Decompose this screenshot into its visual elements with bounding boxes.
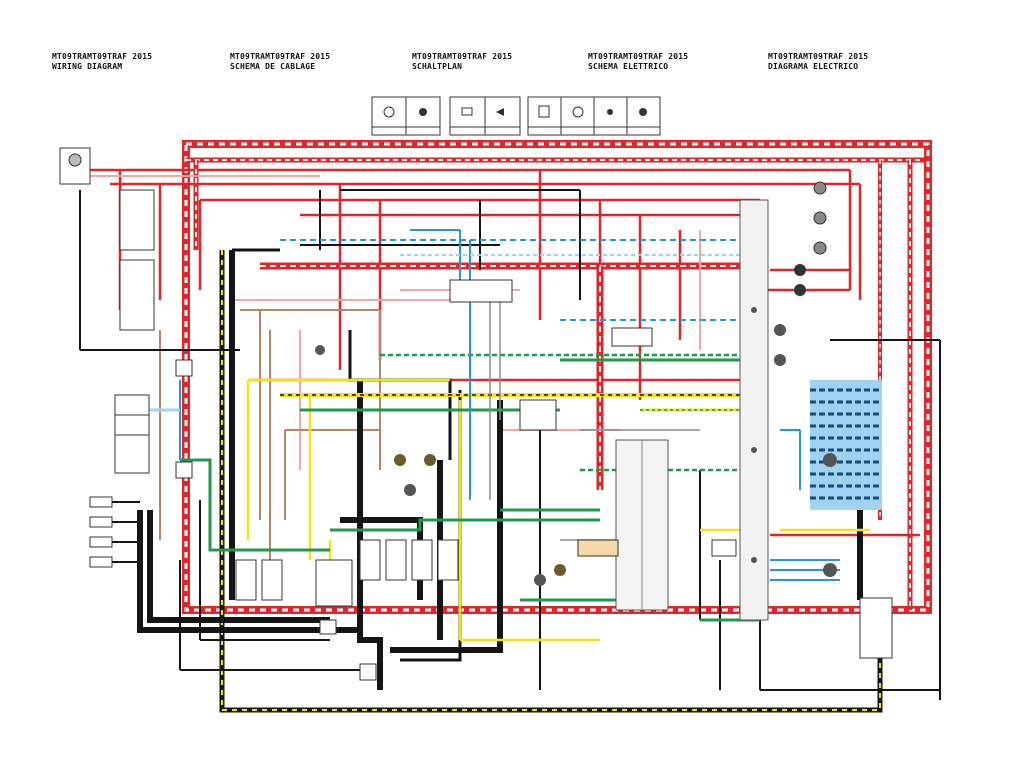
header-model: MT09TRAMT09TRAF 2015 <box>52 52 153 61</box>
header-wiring-diagram: MT09TRAMT09TRAF 2015 WIRING DIAGRAM <box>52 52 152 72</box>
coil-connectors <box>235 559 353 607</box>
header-schaltplan: MT09TRAMT09TRAF 2015 SCHALTPLAN <box>412 52 512 72</box>
main-harness-frame <box>182 140 932 614</box>
header-title: WIRING DIAGRAM <box>52 62 123 71</box>
header-title: SCHEMA ELETTRICO <box>588 62 669 71</box>
legend-symbol-icon <box>383 106 395 118</box>
joint-connector-strip <box>739 199 769 621</box>
yellow-dashed-wires <box>280 393 740 412</box>
ground-harness-frame <box>219 250 883 713</box>
header-title: SCHALTPLAN <box>412 62 463 71</box>
injector-connectors <box>359 539 459 581</box>
handlebar-switch-left <box>119 189 155 331</box>
legend-group-3 <box>527 96 661 136</box>
header-diagrama-electrico: MT09TRAMT09TRAF 2015 DIAGRAMA ELECTRICO <box>768 52 868 72</box>
green-wires <box>180 358 760 622</box>
black-wires <box>79 189 941 700</box>
legend-symbol-icon <box>496 108 504 116</box>
ecu-wire-bundle <box>770 380 882 581</box>
rectifier-icon <box>577 539 619 557</box>
header-model: MT09TRAMT09TRAF 2015 <box>768 52 869 61</box>
legend-symbol-icon <box>419 108 427 116</box>
legend-symbol-icon <box>461 107 473 116</box>
sensor-icon <box>175 359 377 681</box>
brown-wires <box>159 309 381 560</box>
header-title: DIAGRAMA ELECTRICO <box>768 62 859 71</box>
relay-icon <box>519 327 737 557</box>
legend-group-1 <box>371 96 441 136</box>
components <box>59 147 893 681</box>
header-model: MT09TRAMT09TRAF 2015 <box>412 52 513 61</box>
header-schema-elettrico: MT09TRAMT09TRAF 2015 SCHEMA ELETTRICO <box>588 52 688 72</box>
legend-symbol-icon <box>639 108 647 116</box>
header-model: MT09TRAMT09TRAF 2015 <box>588 52 689 61</box>
header-model: MT09TRAMT09TRAF 2015 <box>230 52 331 61</box>
header-schema-cablage: MT09TRAMT09TRAF 2015 SCHEMA DE CABLAGE <box>230 52 330 72</box>
legend-boxes <box>371 96 661 136</box>
relay-strip <box>615 439 669 611</box>
legend-symbol-icon <box>538 105 550 118</box>
battery-icon <box>859 597 893 659</box>
header-title: SCHEMA DE CABLAGE <box>230 62 316 71</box>
meter-assembly-icon <box>449 279 513 303</box>
left-terminal-connectors <box>89 496 140 568</box>
green-dashed-wires <box>380 353 740 472</box>
red-wires <box>90 168 920 537</box>
legend-symbol-icon <box>607 109 613 115</box>
pink-wires <box>90 175 701 470</box>
legend-symbol-icon <box>572 106 584 118</box>
ignition-switch-icon <box>59 147 91 185</box>
fuse-box-icon <box>114 394 150 474</box>
lamp-icons <box>315 181 837 586</box>
legend-group-2 <box>449 96 521 136</box>
